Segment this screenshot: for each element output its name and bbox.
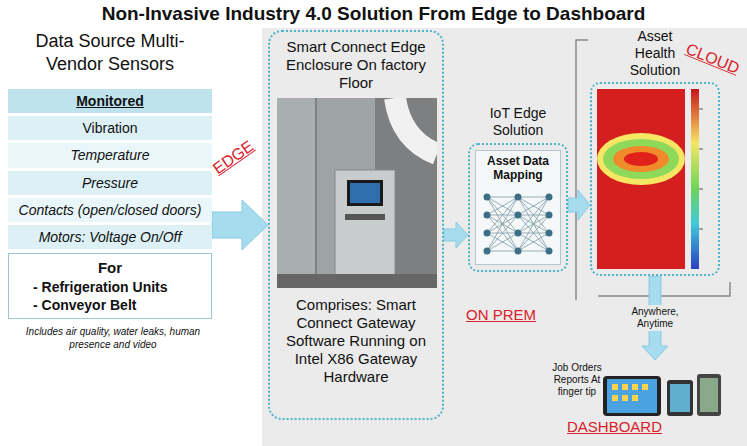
photo-screen-glow xyxy=(350,183,380,203)
edge-label: Anywhere, Anytime xyxy=(621,305,689,331)
heatmap-field xyxy=(597,89,685,269)
dotted-frame: Asset Data Mapping xyxy=(468,143,568,273)
heatmap-band xyxy=(597,133,685,185)
list-item: - Conveyor Belt xyxy=(15,296,205,314)
zone-tag: ON PREM xyxy=(466,306,536,323)
row-text: Contacts (open/closed doors) xyxy=(14,201,206,219)
tablet-screen xyxy=(607,379,657,413)
tablet-body xyxy=(603,376,661,416)
edge-enclosure-box: Smart Connect Edge Enclosure On factory … xyxy=(268,30,444,420)
photo-pipe xyxy=(395,98,437,154)
net-links xyxy=(487,197,549,251)
row-text: Monitored xyxy=(14,92,206,110)
data-mapping-box: Asset Data Mapping xyxy=(475,150,561,266)
tablet-app-icons xyxy=(612,384,648,401)
panel-heading: Data Source Multi-Vendor Sensors xyxy=(35,30,185,75)
box-heading: IoT Edge Solution xyxy=(476,105,560,139)
row-text: Motors: Voltage On/Off xyxy=(14,228,206,246)
phone-screen xyxy=(670,384,690,412)
row-text: Vibration xyxy=(14,119,206,137)
box-heading: For xyxy=(15,258,205,278)
device-screen xyxy=(700,378,718,412)
dotted-frame xyxy=(590,82,720,276)
sensor-row: Temperature xyxy=(8,143,212,167)
heatmap-picture xyxy=(597,89,705,269)
dashboard-tag: DASHBOARD xyxy=(567,418,662,435)
sensor-row: Motors: Voltage On/Off xyxy=(8,225,212,249)
sensor-row: Contacts (open/closed doors) xyxy=(8,198,212,222)
onprem-cloud-ground xyxy=(262,28,747,446)
sensor-row: Monitored xyxy=(8,89,212,113)
flow-arrow xyxy=(212,200,268,250)
bracket-line xyxy=(576,40,588,300)
photo-keypad xyxy=(345,214,385,220)
flow-arrow xyxy=(444,222,468,248)
photo-floor xyxy=(277,274,437,288)
phone-body xyxy=(667,380,693,416)
net-dots xyxy=(487,197,549,251)
heatmap-band xyxy=(603,139,679,179)
zone-tag: EDGE xyxy=(210,137,257,178)
box-heading: Asset Data Mapping xyxy=(479,154,557,183)
photo-cabinet xyxy=(335,170,395,282)
tablet-icons xyxy=(603,374,723,416)
box-body: Comprises: Smart Connect Gateway Softwar… xyxy=(277,296,435,386)
colorbar-ticks xyxy=(699,109,703,229)
row-text: Temperature xyxy=(14,146,206,164)
photo-ground xyxy=(277,98,437,288)
heatmap-colorbar xyxy=(691,89,699,269)
dashboard-group: Job Orders Reports At finger tipDASHBOAR… xyxy=(545,360,727,442)
sensor-row: Vibration xyxy=(8,116,212,140)
photo-wall xyxy=(277,98,315,288)
application-box: For- Refrigeration Units- Conveyor Belt xyxy=(8,253,212,319)
list-item: - Refrigeration Units xyxy=(15,278,205,296)
title-text: Non-Invasive Industry 4.0 Solution From … xyxy=(0,3,747,25)
photo-screen xyxy=(347,180,383,206)
sensor-row: Pressure xyxy=(8,171,212,195)
note-text: Includes air quality, water leaks, human… xyxy=(14,325,212,351)
row-text: Pressure xyxy=(14,174,206,192)
heatmap-core xyxy=(624,152,658,166)
heatmap-band xyxy=(613,146,669,172)
device-body xyxy=(697,374,721,416)
flow-arrow xyxy=(568,190,590,220)
bracket-line xyxy=(598,282,730,296)
factory-photo xyxy=(277,98,437,288)
sensor-panel: Data Source Multi-Vendor SensorsMonitore… xyxy=(8,30,212,319)
asset-health-box: Asset Health Solution xyxy=(590,28,720,276)
box-heading: Smart Connect Edge Enclosure On factory … xyxy=(277,38,435,92)
iot-edge-box: IoT Edge SolutionAsset Data Mapping xyxy=(468,105,568,272)
neural-net-picture xyxy=(479,185,557,261)
dashboard-note: Job Orders Reports At finger tip xyxy=(545,362,609,398)
box-heading: Asset Health Solution xyxy=(623,28,687,78)
